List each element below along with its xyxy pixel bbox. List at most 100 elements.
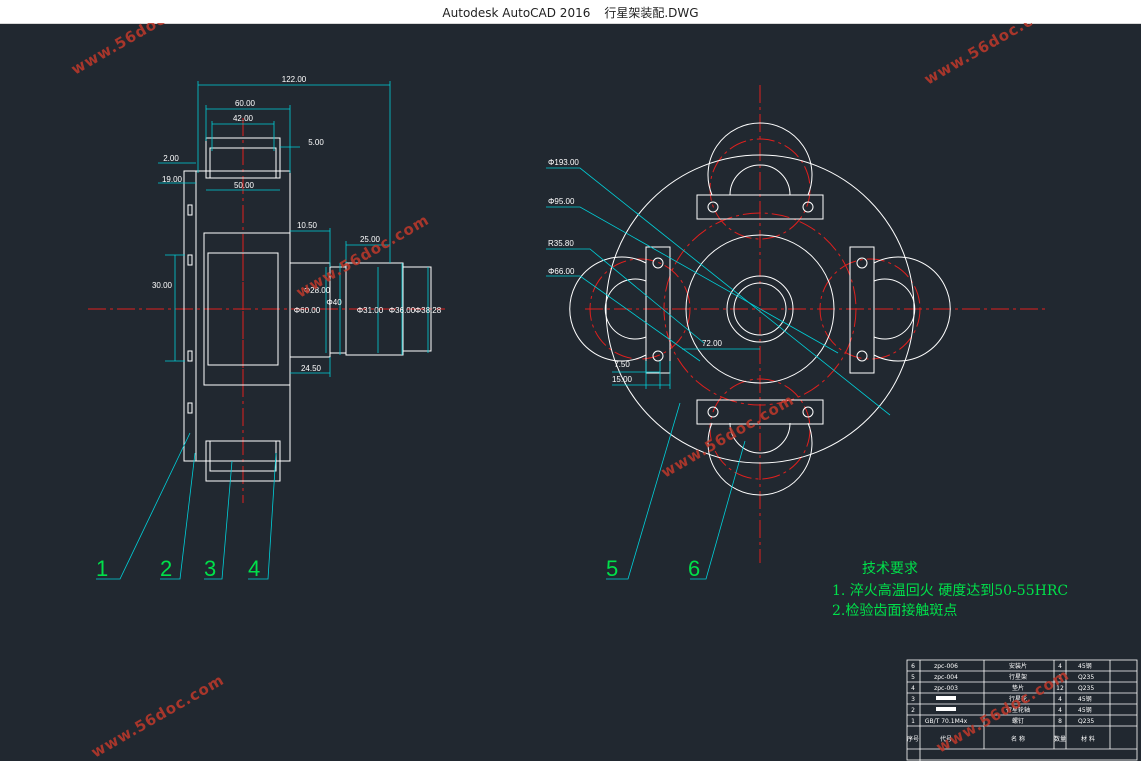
front-view: Φ193.00 Φ95.00 R35.80 Φ66.00 72.00 7.50 … bbox=[546, 85, 1045, 580]
bom-row-material: Q235 bbox=[1078, 685, 1094, 692]
bom-row-name: 安装片 bbox=[1009, 662, 1027, 670]
dim-d38: Φ38.28 bbox=[415, 306, 442, 315]
front-dimension-texts: Φ193.00 Φ95.00 R35.80 Φ66.00 72.00 7.50 … bbox=[548, 158, 723, 384]
bom-row-no: 4 bbox=[911, 685, 915, 692]
dim-d28: Φ28.00 bbox=[304, 286, 331, 295]
bom-row-name: 垫片 bbox=[1012, 684, 1024, 692]
watermark-4: www.56doc.com bbox=[658, 391, 797, 482]
side-leaders bbox=[96, 432, 277, 580]
side-view: 122.00 60.00 42.00 5.00 2.00 19.00 50.00… bbox=[88, 75, 445, 580]
bom-row-no: 1 bbox=[911, 718, 915, 725]
bom-rows: 6 zpc-006 安装片 4 45钢 5 zpc-004 行星架 1 Q235… bbox=[907, 662, 1095, 743]
bom-header-material: 材 料 bbox=[1081, 735, 1095, 743]
balloon-2: 2 bbox=[160, 556, 172, 581]
front-outline bbox=[569, 122, 951, 496]
bom-row-code: GB/T 70.1M4x bbox=[925, 718, 968, 725]
dim-60: 60.00 bbox=[235, 99, 256, 108]
bom-row-qty: 1 bbox=[1058, 674, 1062, 681]
bom-row-name: 行星轮 bbox=[1009, 695, 1027, 703]
tech-notes-line2: 2.检验齿面接触斑点 bbox=[832, 602, 957, 619]
balloon-6: 6 bbox=[688, 556, 700, 581]
dim-d193: Φ193.00 bbox=[548, 158, 579, 167]
bom-row-qty: 8 bbox=[1058, 718, 1062, 725]
dim-122: 122.00 bbox=[282, 75, 307, 84]
document-name: 行星架装配.DWG bbox=[604, 6, 699, 20]
bom-row-material: Q235 bbox=[1078, 718, 1094, 725]
balloon-4: 4 bbox=[248, 556, 260, 581]
bom-header-qty: 数量 bbox=[1054, 735, 1066, 743]
bom-row-qty: 4 bbox=[1058, 707, 1062, 714]
bom-row-name: 螺钉 bbox=[1012, 717, 1024, 725]
watermarks: www.56doc.com www.56doc.com www.56doc.co… bbox=[68, 23, 1072, 761]
dim-d95: Φ95.00 bbox=[548, 197, 575, 206]
bom-row-name: 行星轮轴 bbox=[1006, 706, 1030, 714]
side-dimension-lines bbox=[158, 81, 429, 377]
dim-15: 15.00 bbox=[612, 375, 633, 384]
bom-row: 5 zpc-004 行星架 1 Q235 bbox=[911, 673, 1094, 681]
dim-5: 5.00 bbox=[308, 138, 324, 147]
bom-header-no: 序号 bbox=[907, 735, 919, 743]
bill-of-materials: 6 zpc-006 安装片 4 45钢 5 zpc-004 行星架 1 Q235… bbox=[906, 659, 1138, 761]
tech-notes-heading: 技术要求 bbox=[862, 561, 918, 577]
front-dimension-lines bbox=[546, 167, 891, 580]
bom-row: 3 行星轮 4 45钢 bbox=[911, 695, 1092, 703]
bom-row-qty: 12 bbox=[1056, 685, 1064, 692]
watermark-1: www.56doc.com bbox=[68, 23, 207, 78]
bom-row-code: zpc-004 bbox=[934, 674, 958, 681]
bom-row-material: Q235 bbox=[1078, 674, 1094, 681]
side-dimension-texts: 122.00 60.00 42.00 5.00 2.00 19.00 50.00… bbox=[152, 75, 442, 373]
balloon-3: 3 bbox=[204, 556, 216, 581]
bom-row-name: 行星架 bbox=[1009, 673, 1027, 681]
dim-d40: Φ40 bbox=[326, 298, 342, 307]
dim-24-5: 24.50 bbox=[301, 364, 322, 373]
window-title: Autodesk AutoCAD 2016 行星架装配.DWG bbox=[0, 4, 1141, 21]
bom-grid bbox=[906, 659, 1138, 761]
bom-row: 6 zpc-006 安装片 4 45钢 bbox=[911, 662, 1092, 670]
balloon-5: 5 bbox=[606, 556, 618, 581]
dim-7-5: 7.50 bbox=[614, 360, 630, 369]
watermark-2: www.56doc.com bbox=[921, 23, 1060, 88]
app-title: Autodesk AutoCAD 2016 bbox=[442, 6, 591, 20]
bom-row-qty: 4 bbox=[1058, 696, 1062, 703]
dim-d66: Φ66.00 bbox=[548, 267, 575, 276]
dim-2: 2.00 bbox=[163, 154, 179, 163]
dim-30: 30.00 bbox=[152, 281, 173, 290]
tech-notes-line1: 1. 淬火高温回火 硬度达到50-55HRC bbox=[832, 582, 1068, 599]
bom-row-qty: 4 bbox=[1058, 663, 1062, 670]
bom-row-no: 3 bbox=[911, 696, 915, 703]
bom-header-code: 代号 bbox=[940, 735, 952, 743]
bom-row-material: 45钢 bbox=[1078, 662, 1092, 670]
bom-row-code: zpc-003 bbox=[934, 685, 958, 692]
side-centerlines bbox=[88, 118, 445, 503]
title-bar: Autodesk AutoCAD 2016 行星架装配.DWG bbox=[0, 0, 1141, 24]
bom-header: 序号 代号 名 称 数量 材 料 bbox=[907, 735, 1095, 743]
technical-requirements: 技术要求 1. 淬火高温回火 硬度达到50-55HRC 2.检验齿面接触斑点 bbox=[832, 561, 1068, 619]
bom-row: 4 zpc-003 垫片 12 Q235 bbox=[911, 684, 1094, 692]
dim-42: 42.00 bbox=[233, 114, 254, 123]
bom-row-no: 5 bbox=[911, 674, 915, 681]
balloon-1: 1 bbox=[96, 556, 108, 581]
drawing-canvas[interactable]: 122.00 60.00 42.00 5.00 2.00 19.00 50.00… bbox=[0, 23, 1141, 761]
dim-72: 72.00 bbox=[702, 339, 723, 348]
bom-row-code-block bbox=[936, 696, 956, 700]
bom-row-code: zpc-006 bbox=[934, 663, 958, 670]
dim-10-5: 10.50 bbox=[297, 221, 318, 230]
dim-d31: Φ31.00 bbox=[357, 306, 384, 315]
bom-row-no: 2 bbox=[911, 707, 915, 714]
dim-25: 25.00 bbox=[360, 235, 381, 244]
watermark-5: www.56doc.com bbox=[88, 671, 227, 761]
bom-row: 2 行星轮轴 4 45钢 bbox=[911, 706, 1092, 714]
dim-d60: Φ60.00 bbox=[294, 306, 321, 315]
bom-row: 1 GB/T 70.1M4x 螺钉 8 Q235 bbox=[911, 717, 1094, 725]
bom-row-no: 6 bbox=[911, 663, 915, 670]
dim-d36: Φ36.00 bbox=[389, 306, 416, 315]
bom-row-code-block bbox=[936, 707, 956, 711]
dim-19: 19.00 bbox=[162, 175, 183, 184]
bom-row-material: 45钢 bbox=[1078, 706, 1092, 714]
bom-row-material: 45钢 bbox=[1078, 695, 1092, 703]
side-outline bbox=[183, 137, 432, 482]
part-balloons: 1 2 3 4 5 6 bbox=[96, 556, 700, 581]
dim-50: 50.00 bbox=[234, 181, 255, 190]
dim-r35-8: R35.80 bbox=[548, 239, 574, 248]
bom-header-name: 名 称 bbox=[1011, 735, 1025, 743]
